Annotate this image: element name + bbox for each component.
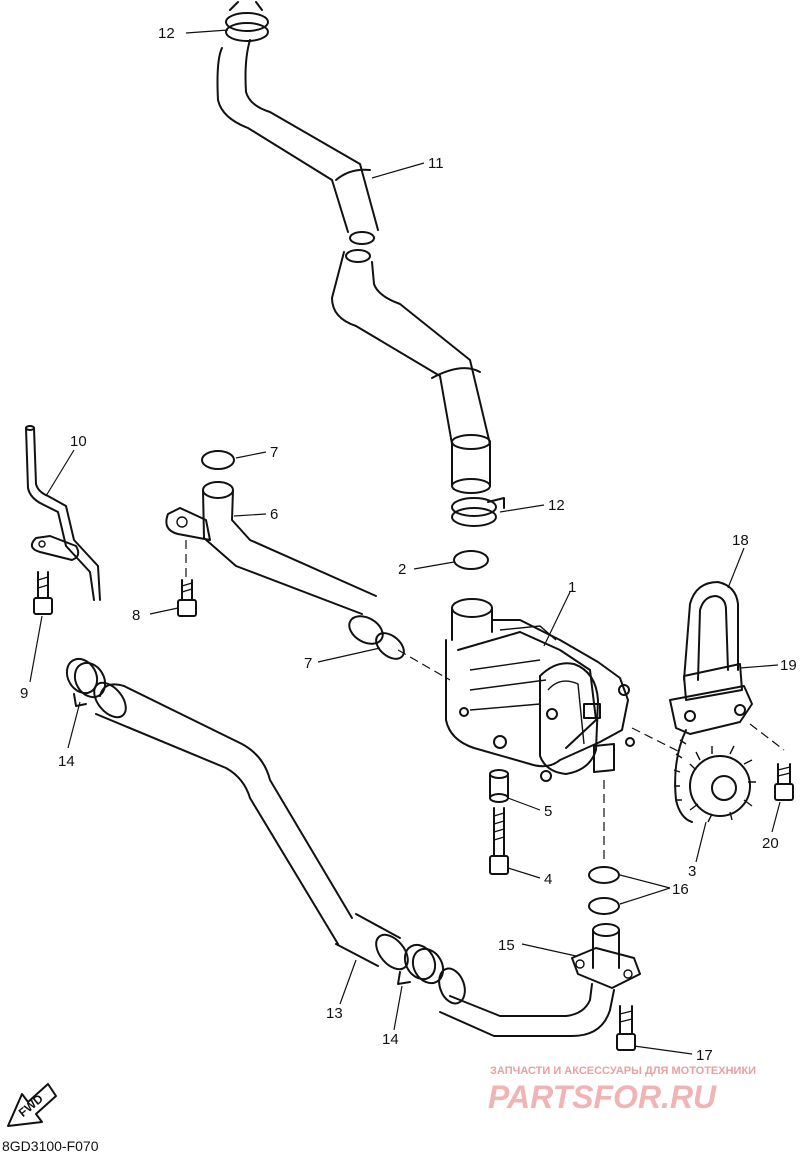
- bolt-8: [177, 579, 197, 617]
- o-ring-16-upper: [588, 866, 620, 884]
- chain-guide-18: [683, 581, 743, 701]
- diagram-code: 8GD3100-F070: [2, 1138, 99, 1154]
- callout-5: 5: [544, 803, 552, 820]
- bolt-17: [616, 1005, 636, 1051]
- assembly-line-bracket-to-bolt: [749, 723, 785, 751]
- callout-19: 19: [780, 657, 797, 674]
- oil-pump-1: [445, 598, 635, 782]
- bracket-19: [669, 685, 753, 735]
- watermark-brand: PARTSFOR.RU: [488, 1079, 717, 1115]
- callout-6: 6: [270, 506, 278, 523]
- o-ring-7-lower: [375, 632, 405, 660]
- callout-7-lower: 7: [304, 655, 312, 672]
- callout-2: 2: [398, 561, 406, 578]
- o-ring-2: [453, 550, 489, 570]
- leader-lines: [29, 29, 781, 1055]
- callout-13: 13: [326, 1005, 343, 1022]
- hose-clamp-14-right: [397, 943, 445, 985]
- assembly-line-pump-to-sprocket: [631, 727, 681, 753]
- callout-12-upper: 12: [158, 25, 175, 42]
- collar-5: [489, 769, 509, 803]
- callout-4: 4: [544, 871, 552, 888]
- callout-18: 18: [732, 532, 749, 549]
- hose-clamp-12-upper: [225, 1, 269, 42]
- callout-14-right: 14: [382, 1031, 399, 1048]
- callout-20: 20: [762, 835, 779, 852]
- hose-13: [93, 681, 409, 971]
- callout-7-upper: 7: [270, 444, 278, 461]
- pipe-joint-15: [438, 923, 641, 1037]
- callout-3: 3: [688, 863, 696, 880]
- callout-11: 11: [428, 155, 444, 172]
- o-ring-7-upper: [201, 450, 235, 470]
- o-ring-16-lower: [588, 897, 620, 915]
- assembly-line-pump-to-pipe: [397, 649, 451, 681]
- callout-14-left: 14: [58, 753, 75, 770]
- watermark-subtitle: ЗАПЧАСТИ И АКСЕССУАРЫ ДЛЯ МОТОТЕХНИКИ: [490, 1065, 756, 1077]
- callout-10: 9: [20, 685, 28, 702]
- pipe-9: [25, 425, 101, 601]
- bolt-20: [774, 763, 794, 801]
- callout-9: 10: [70, 433, 87, 450]
- hose-11: [216, 39, 491, 494]
- callout-12-lower: 12: [548, 497, 565, 514]
- callout-16: 16: [672, 881, 689, 898]
- sprocket-3: [673, 729, 756, 823]
- bolt-10: [33, 571, 53, 615]
- bolt-4: [489, 807, 509, 875]
- hose-clamp-14-left: [65, 657, 107, 707]
- watermark: ЗАПЧАСТИ И АКСЕССУАРЫ ДЛЯ МОТОТЕХНИКИ PA…: [488, 1065, 756, 1115]
- callout-8: 8: [132, 607, 140, 624]
- hose-clamp-12-lower: [451, 497, 505, 527]
- callout-1: 1: [568, 579, 576, 596]
- callout-15: 15: [498, 937, 515, 954]
- fwd-arrow-icon: FWD: [7, 1083, 57, 1127]
- pipe-6: [165, 481, 384, 645]
- callout-17: 17: [696, 1047, 713, 1064]
